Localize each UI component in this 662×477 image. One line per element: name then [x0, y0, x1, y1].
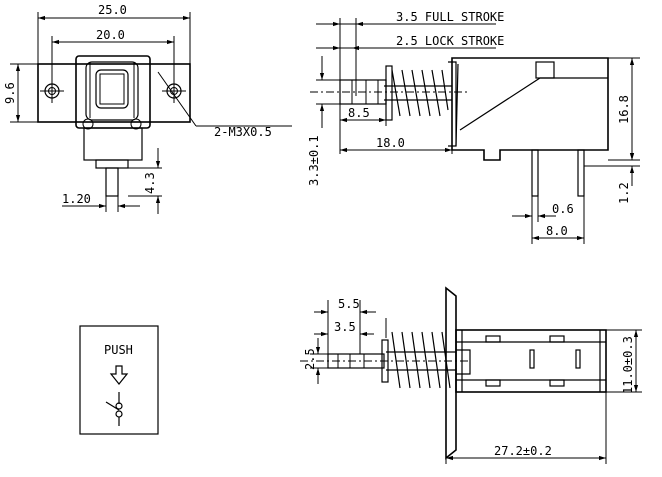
spring-top — [381, 331, 456, 389]
dim-11-0-label: 11.0±0.3 — [621, 336, 635, 394]
mounting-plate-top — [445, 286, 457, 460]
dim-25-label: 25.0 — [98, 3, 127, 17]
plunger-end — [95, 69, 129, 109]
dim-1-20-label: 1.20 — [62, 192, 91, 206]
dim-0-6-label: 0.6 — [552, 202, 574, 216]
dim-1-2-label: 1.2 — [617, 182, 631, 204]
dim-5-5-label: 5.5 — [338, 297, 360, 311]
push-arrow-icon — [109, 365, 129, 385]
front-view: 25.0 20.0 9.6 — [3, 3, 292, 214]
side-view: 3.5 FULL STROKE 2.5 LOCK STROKE 8.5 — [307, 10, 640, 244]
pin-right — [577, 149, 585, 197]
terminal-pin — [105, 167, 119, 197]
pin-left — [531, 149, 539, 197]
dim-8-0-label: 8.0 — [546, 224, 568, 238]
switch-body-top — [455, 329, 607, 393]
dim-27-2-label: 27.2±0.2 — [494, 444, 552, 458]
lock-stroke-label: 2.5 LOCK STROKE — [396, 34, 504, 48]
schematic-symbol: PUSH — [79, 325, 159, 435]
dim-2-5-label: 2.5 — [303, 348, 317, 370]
dim-16-8-label: 16.8 — [617, 95, 631, 124]
switch-contact-icon — [105, 401, 120, 411]
dim-18-label: 18.0 — [376, 136, 405, 150]
dim-3-3-label: 3.3±0.1 — [307, 135, 321, 186]
dim-4-3-label: 4.3 — [143, 172, 157, 194]
dim-20-label: 20.0 — [96, 28, 125, 42]
full-stroke-label: 3.5 FULL STROKE — [396, 10, 504, 24]
dim-3-5-label: 3.5 — [334, 320, 356, 334]
dim-9-6-label: 9.6 — [3, 82, 17, 104]
spring-side — [384, 65, 452, 121]
push-label: PUSH — [104, 343, 133, 357]
hole-callout: 2-M3X0.5 — [214, 125, 272, 139]
mounting-flange — [37, 63, 191, 123]
symbol-frame — [79, 325, 159, 435]
dim-8-5-label: 8.5 — [348, 106, 370, 120]
top-view: 5.5 3.5 2.5 11.0±0.3 27.2±0.2 — [300, 286, 642, 464]
switch-body-side — [451, 57, 609, 161]
